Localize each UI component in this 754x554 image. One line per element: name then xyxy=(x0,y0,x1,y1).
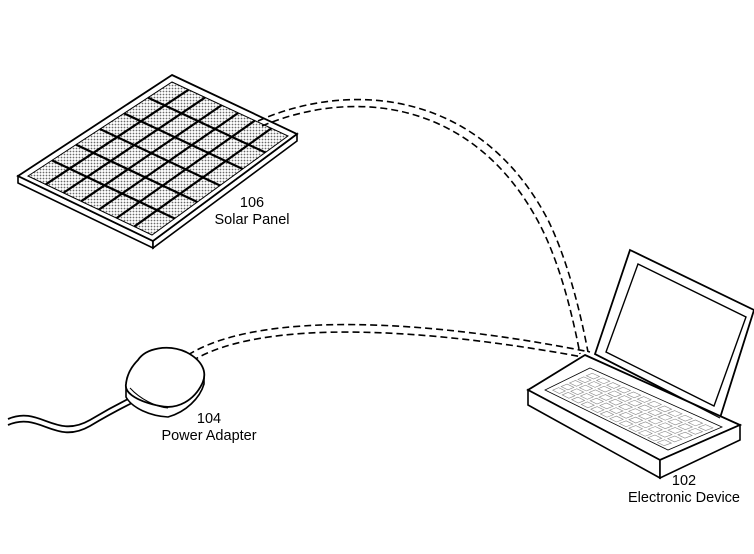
laptop-keyboard xyxy=(551,372,714,447)
power-adapter-name: Power Adapter xyxy=(161,428,257,444)
solar-panel-ref: 106 xyxy=(239,195,265,211)
electronic-device-label: 102 Electronic Device xyxy=(618,473,750,507)
electronic-device-name: Electronic Device xyxy=(627,490,740,506)
solar-panel-label: 106 Solar Panel xyxy=(200,195,304,229)
solar-panel-icon xyxy=(16,73,299,250)
power-adapter-ref: 104 xyxy=(196,411,222,427)
solar-panel-name: Solar Panel xyxy=(214,212,290,228)
power-adapter-label: 104 Power Adapter xyxy=(150,411,268,445)
solar-cable xyxy=(257,98,589,355)
solar-panel-grid xyxy=(45,88,273,228)
laptop-icon xyxy=(526,248,754,480)
adapter-cable xyxy=(187,323,591,362)
electronic-device-ref: 102 xyxy=(671,473,697,489)
power-adapter-icon xyxy=(7,346,206,434)
